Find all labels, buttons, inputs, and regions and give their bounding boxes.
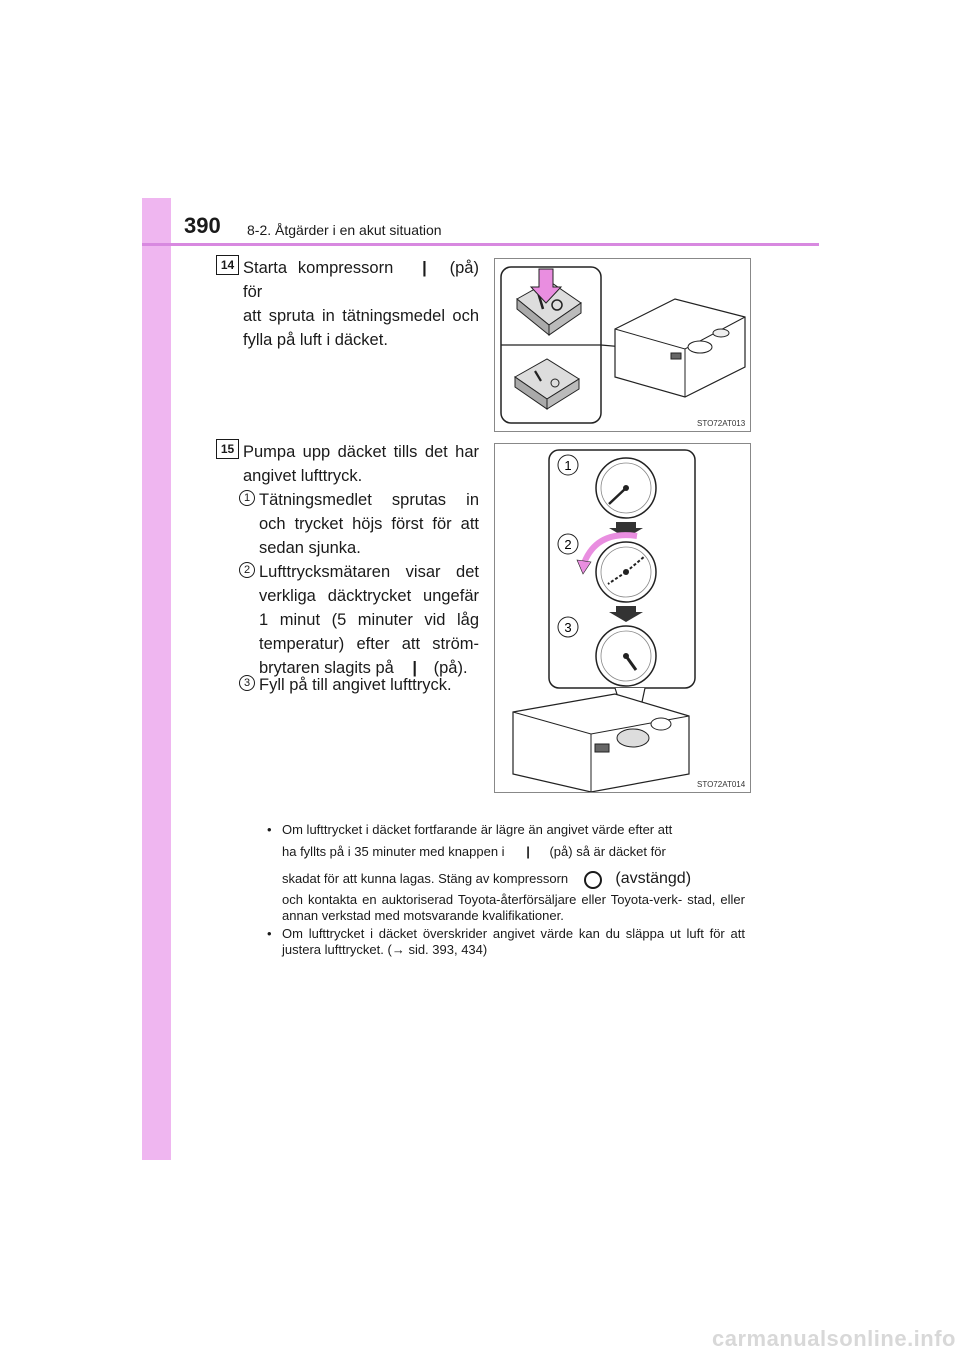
pressure-gauge-illustration: 1 2 3 <box>512 449 696 793</box>
off-symbol <box>583 870 602 889</box>
note-1-part-1: Om lufttrycket i däcket fortfarande är l… <box>282 822 673 837</box>
figure-code-14: STO72AT014 <box>697 780 746 789</box>
note-1-part-3: (på) så är däcket för <box>549 844 666 859</box>
note-2-part-2: för att justera lufttrycket. ( <box>282 926 745 957</box>
step-15-line-1: Pumpa upp däcket tills det har <box>243 443 479 461</box>
on-symbol: | <box>412 659 418 677</box>
figure-compressor-switch: STO72AT013 <box>494 258 751 432</box>
watermark: carmanualsonline.info <box>712 1326 956 1351</box>
item-2-line-2: verkliga däcktrycket ungefär <box>259 587 479 605</box>
figure-code-13: STO72AT013 <box>697 419 746 428</box>
arrow-icon: → <box>391 942 405 957</box>
step-14-line-1a: Starta kompressorn <box>243 259 394 277</box>
figure-label-1: 1 <box>564 458 571 473</box>
item-1-line-2: och trycket höjs först för att <box>259 515 479 533</box>
step-15-text: Pumpa upp däcket tills det har angivet l… <box>243 440 479 488</box>
figure-label-3: 3 <box>564 620 571 635</box>
item-2-line-6: (på). <box>433 659 468 677</box>
page-number: 390 <box>184 213 221 238</box>
item-1-line-1: Tätningsmedlet sprutas in <box>259 491 479 509</box>
step-14-line-1b: (på) för <box>243 259 479 301</box>
bullet-mark: • <box>267 822 272 837</box>
marker-1: 1 <box>239 490 255 506</box>
figure-pressure-gauge: 1 2 3 STO72AT014 <box>494 443 751 793</box>
step-15-line-2: angivet lufttryck. <box>243 467 363 485</box>
note-1-part-5: (avstängd) <box>615 870 692 887</box>
item-3-text: Fyll på till angivet lufttryck. <box>259 673 479 697</box>
item-2-line-1: Lufttrycksmätaren visar det <box>259 563 479 581</box>
step-14-number: 14 <box>216 255 239 275</box>
item-2-line-5: brytaren slagits på <box>259 659 394 677</box>
note-2: • Om lufttrycket i däcket överskrider an… <box>267 926 745 958</box>
item-1-line-3: sedan sjunka. <box>259 539 361 557</box>
chapter-sidebar <box>142 198 171 1160</box>
on-symbol: | <box>422 259 427 277</box>
item-1-text: Tätningsmedlet sprutas in och trycket hö… <box>259 488 479 560</box>
bullet-mark: • <box>267 926 272 941</box>
note-1-part-2: ha fyllts på i 35 minuter med knappen i <box>282 844 505 859</box>
step-14-text: Starta kompressorn | (på) för att spruta… <box>243 256 479 352</box>
step-15-number: 15 <box>216 439 239 459</box>
marker-3: 3 <box>239 675 255 691</box>
marker-2: 2 <box>239 562 255 578</box>
page-reference: sid. 393, 434) <box>408 942 488 957</box>
note-1: • Om lufttrycket i däcket fortfarande är… <box>267 822 745 924</box>
header-rule <box>142 243 819 246</box>
item-2-line-3: 1 minut (5 minuter vid låg <box>259 611 479 629</box>
notes-list: • Om lufttrycket i däcket fortfarande är… <box>267 822 745 960</box>
note-1-part-4: skadat för att kunna lagas. Stäng av kom… <box>282 871 569 886</box>
note-1-part-7: stad, eller annan verkstad med motsvaran… <box>282 892 745 923</box>
note-1-part-6: och kontakta en auktoriserad Toyota-åter… <box>282 892 683 907</box>
item-2-line-4: temperatur) efter att ström- <box>259 635 479 653</box>
step-14-line-2: att spruta in tätningsmedel och <box>243 307 479 325</box>
step-14-line-3: fylla på luft i däcket. <box>243 331 388 349</box>
note-2-part-1: Om lufttrycket i däcket överskrider angi… <box>282 926 704 941</box>
compressor-switch-illustration <box>500 266 746 424</box>
item-2-text: Lufttrycksmätaren visar det verkliga däc… <box>259 560 479 680</box>
figure-label-2: 2 <box>564 537 571 552</box>
item-3-line-1: Fyll på till angivet lufttryck. <box>259 676 452 694</box>
on-symbol: | <box>526 844 530 859</box>
chapter-title: 8-2. Åtgärder i en akut situation <box>247 222 442 238</box>
